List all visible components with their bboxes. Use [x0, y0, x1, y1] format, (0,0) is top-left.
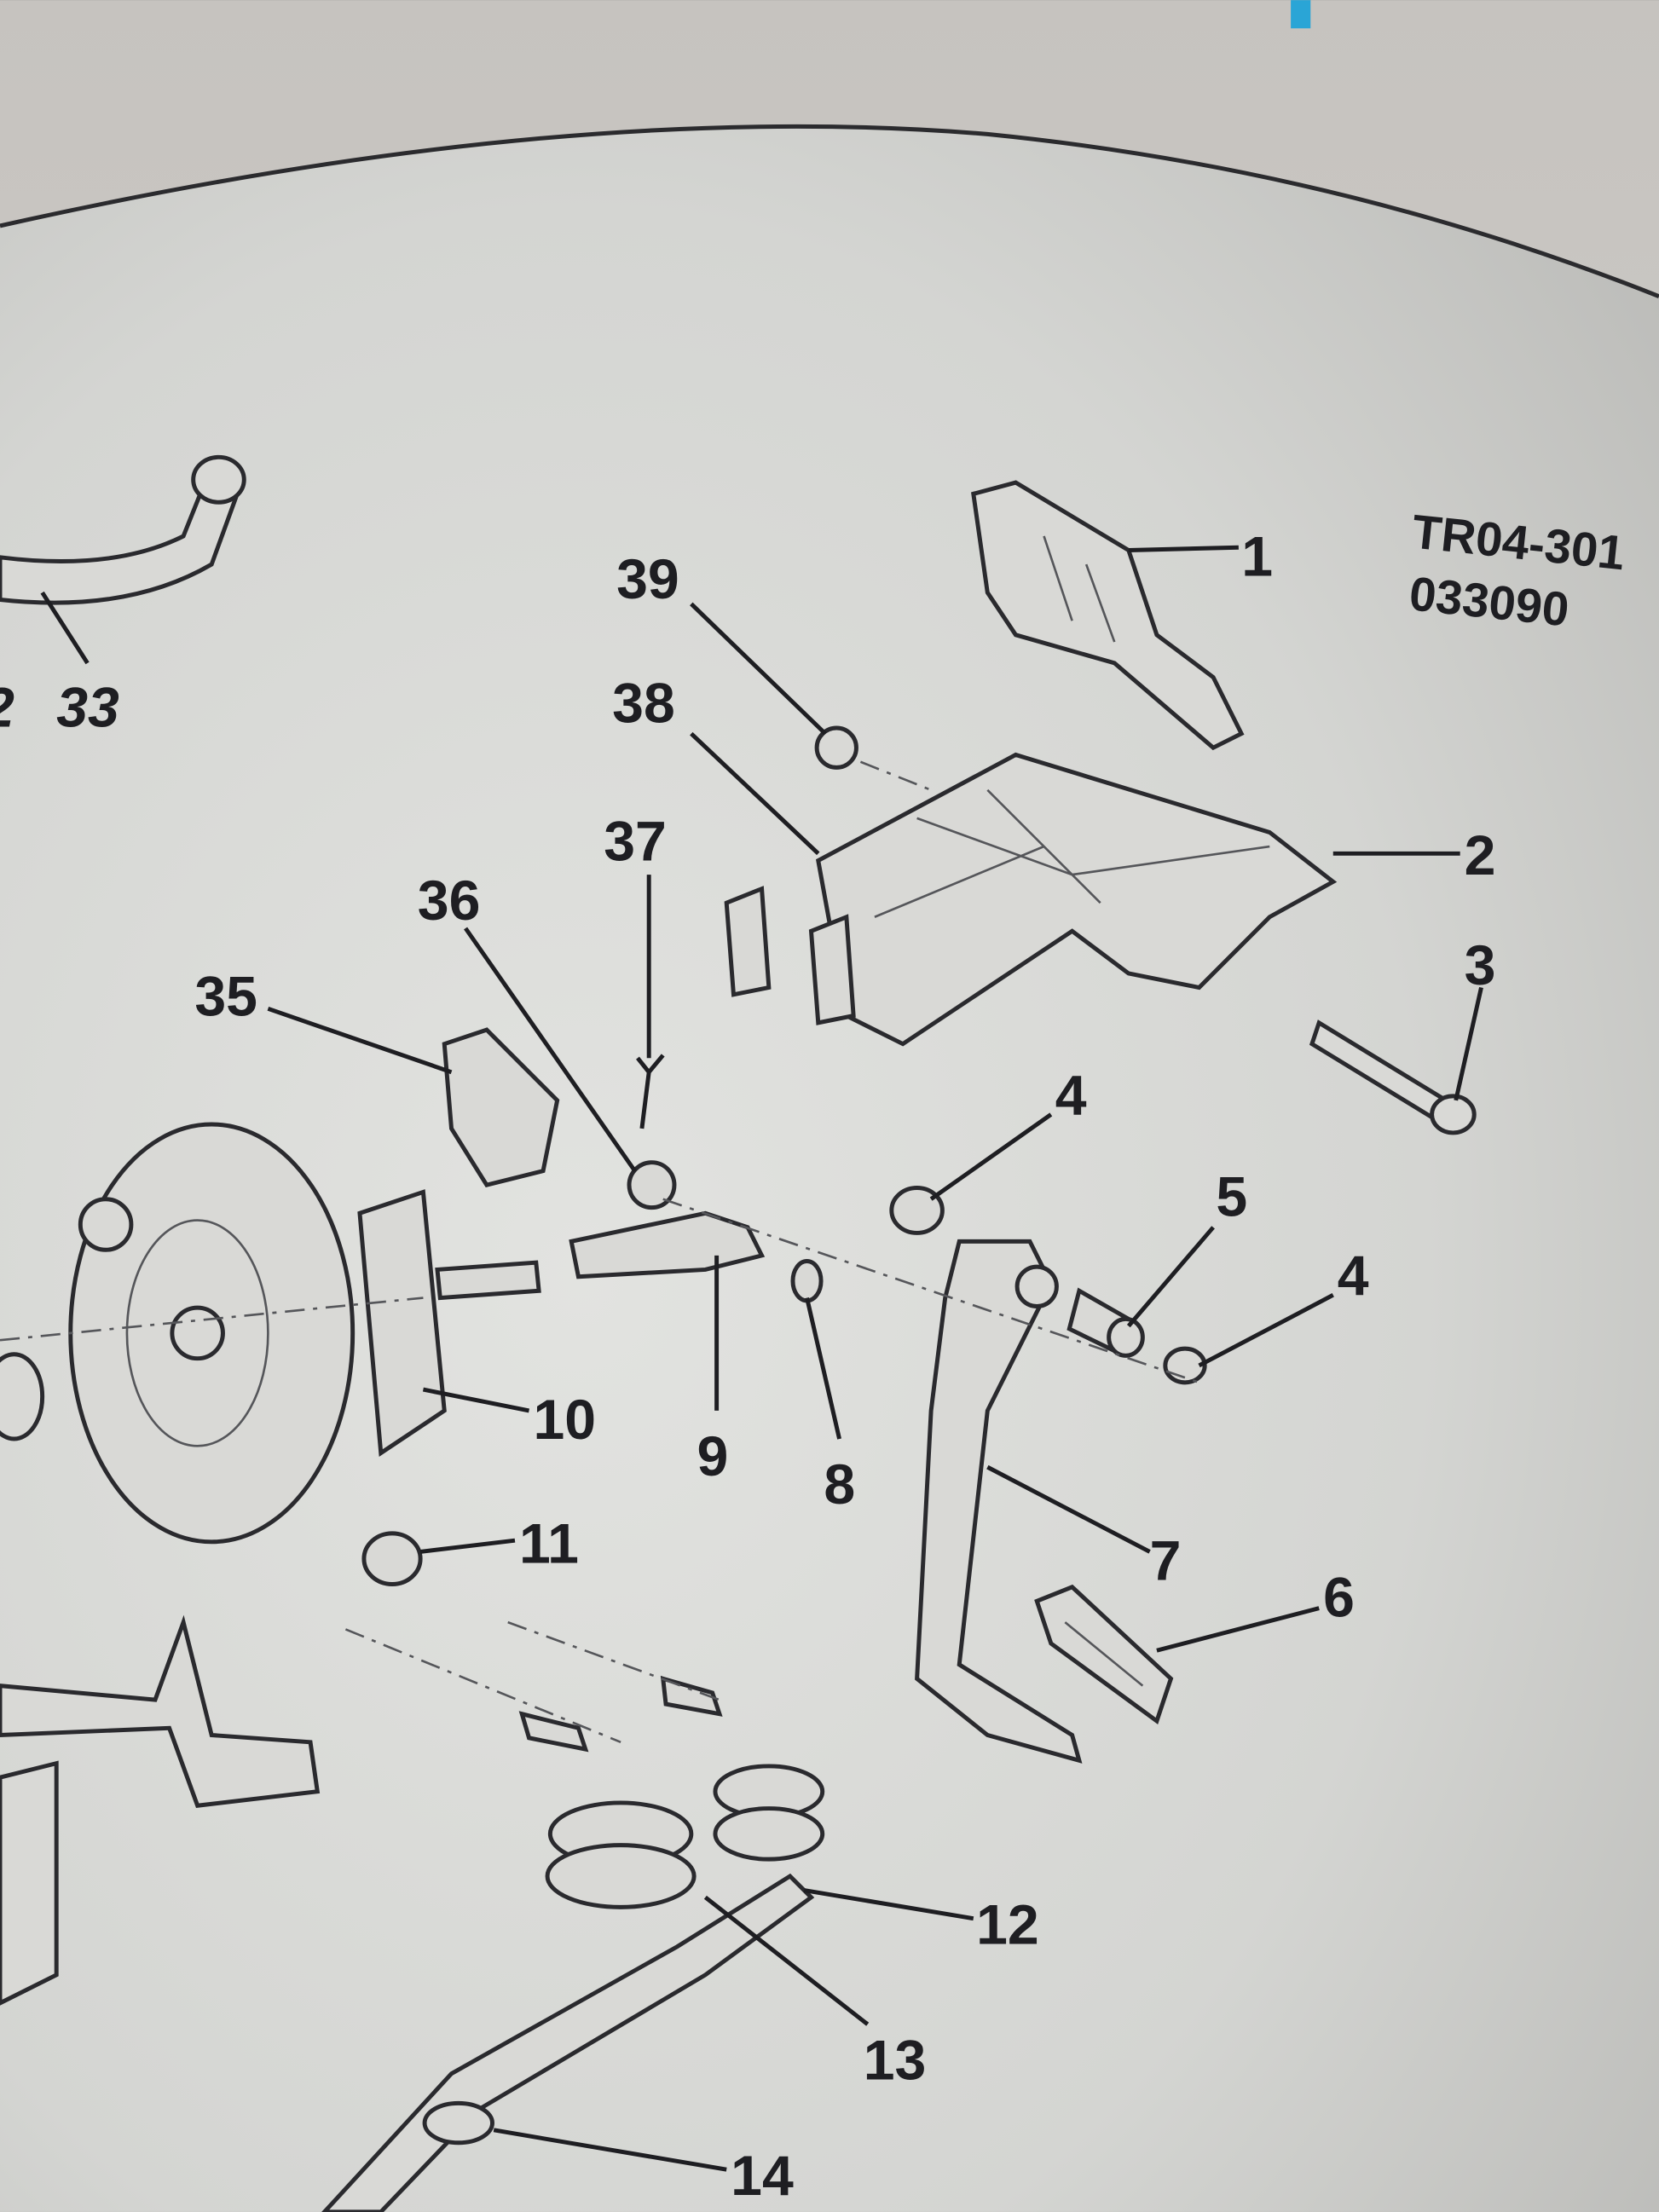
- callout-7: 7: [1150, 1530, 1182, 1593]
- callout-4: 4: [1055, 1064, 1087, 1127]
- part-clip-37: [636, 1054, 665, 1129]
- callout-2: 2: [1465, 824, 1496, 887]
- callout-partial-2: 2: [0, 676, 14, 739]
- part-tube-33: [0, 454, 246, 605]
- part-bracket-1: [971, 480, 1245, 751]
- blue-tab: [1291, 0, 1311, 29]
- callout-39: 39: [616, 548, 679, 611]
- part-pedal-pad-6: [1034, 1584, 1174, 1724]
- callout-6: 6: [1323, 1567, 1355, 1630]
- callout-11: 11: [519, 1513, 579, 1576]
- callout-4-b: 4: [1338, 1245, 1369, 1308]
- callout-33: 33: [56, 676, 119, 739]
- page-surface: [0, 126, 1659, 2212]
- callout-8: 8: [824, 1453, 855, 1516]
- part-spacer-5: [1066, 1287, 1145, 1358]
- part-nut-11: [361, 1531, 423, 1586]
- leader-lines: [40, 545, 1483, 2172]
- callout-35: 35: [194, 966, 257, 1029]
- callout-5: 5: [1216, 1166, 1247, 1229]
- part-bolt-3: [1309, 1019, 1477, 1135]
- part-switch-35: [442, 1027, 560, 1188]
- part-bushing-36: [627, 1160, 677, 1210]
- part-pedal-bracket-2: [724, 752, 1338, 1047]
- part-brake-pedal-7: [915, 1239, 1083, 1764]
- callout-3: 3: [1465, 934, 1496, 997]
- page-edge: [0, 124, 1659, 298]
- callout-12: 12: [976, 1893, 1039, 1956]
- part-brake-lines-12-13-14: [321, 1675, 825, 2212]
- callout-9: 9: [697, 1425, 728, 1488]
- callout-14: 14: [731, 2145, 794, 2208]
- part-booster-10: [68, 1122, 541, 1545]
- callout-38: 38: [612, 672, 675, 735]
- callout-37: 37: [604, 811, 667, 874]
- part-nut-39: [814, 725, 858, 770]
- part-left-lines: [0, 1352, 321, 2006]
- callout-1: 1: [1241, 525, 1273, 588]
- callout-10: 10: [534, 1389, 597, 1452]
- callout-13: 13: [864, 2029, 927, 2092]
- part-washer-8: [790, 1259, 824, 1303]
- callout-36: 36: [418, 869, 481, 933]
